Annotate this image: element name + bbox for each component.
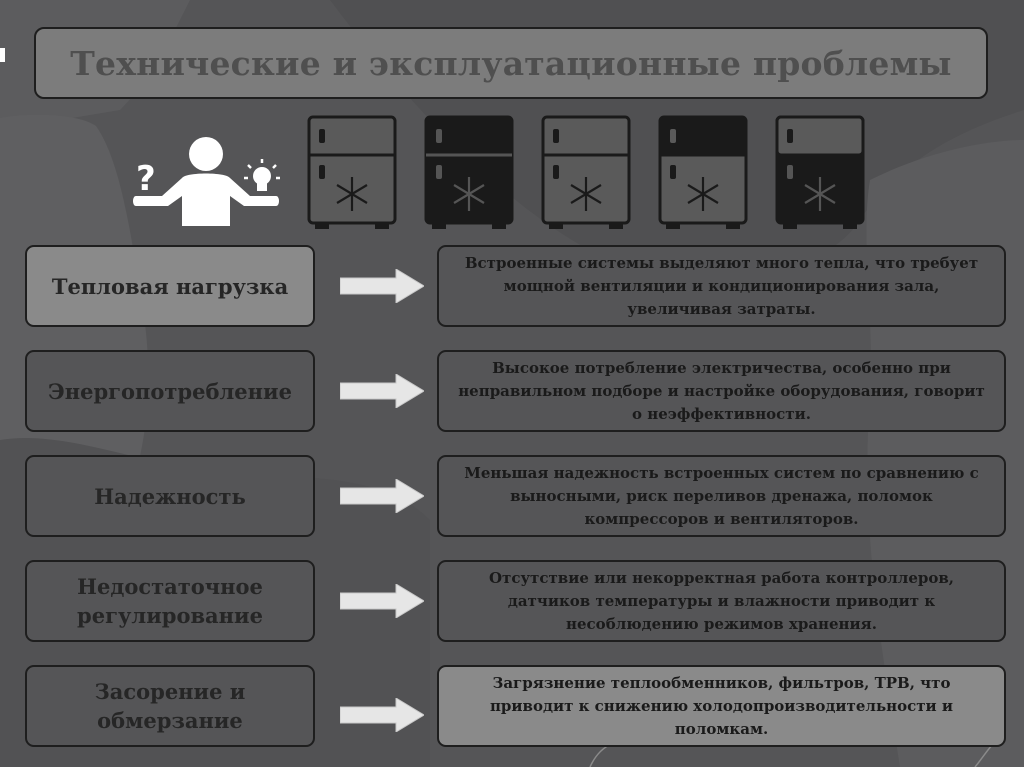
problem-box-heat-load: Тепловая нагрузка: [25, 245, 315, 327]
description-box-fouling: Загрязнение теплообменников, фильтров, Т…: [437, 665, 1006, 747]
description-text: Отсутствие или некорректная работа контр…: [488, 568, 955, 633]
problem-box-reliability: Надежность: [25, 455, 315, 537]
problem-label: Засорение и обмерзание: [94, 679, 246, 733]
description-text: Встроенные системы выделяют много тепла,…: [464, 253, 979, 318]
title-banner: Технические и эксплуатационные проблемы: [34, 27, 988, 99]
description-box-reliability: Меньшая надежность встроенных систем по …: [437, 455, 1006, 537]
right-arrow-icon: [340, 479, 424, 513]
right-arrow-icon: [340, 698, 424, 732]
problem-label: Надежность: [94, 483, 246, 509]
problem-box-regulation: Недостаточное регулирование: [25, 560, 315, 642]
corner-marker: [0, 48, 5, 62]
lightbulb-icon: [244, 159, 280, 191]
refrigerator-icon: [424, 115, 514, 229]
description-box-heat-load: Встроенные системы выделяют много тепла,…: [437, 245, 1006, 327]
description-box-energy: Высокое потребление электричества, особе…: [437, 350, 1006, 432]
question-mark-icon: ?: [136, 159, 156, 199]
problem-box-energy: Энергопотребление: [25, 350, 315, 432]
description-text: Высокое потребление электричества, особе…: [458, 358, 985, 423]
right-arrow-icon: [340, 374, 424, 408]
description-text: Загрязнение теплообменников, фильтров, Т…: [489, 673, 954, 738]
right-arrow-icon: [340, 269, 424, 303]
refrigerator-icon: [658, 115, 748, 229]
refrigerator-icon: [541, 115, 631, 229]
refrigerator-icon: [307, 115, 397, 229]
problem-label: Тепловая нагрузка: [51, 273, 289, 299]
page-title: Технические и эксплуатационные проблемы: [70, 43, 952, 83]
right-arrow-icon: [340, 584, 424, 618]
person-thinking-icon: ?: [133, 137, 280, 226]
problem-label: Недостаточное регулирование: [77, 574, 263, 628]
problem-label: Энергопотребление: [48, 378, 292, 404]
description-text: Меньшая надежность встроенных систем по …: [464, 463, 979, 528]
refrigerator-icon: [775, 115, 865, 229]
description-box-regulation: Отсутствие или некорректная работа контр…: [437, 560, 1006, 642]
problem-box-fouling: Засорение и обмерзание: [25, 665, 315, 747]
svg-text:?: ?: [136, 159, 156, 199]
